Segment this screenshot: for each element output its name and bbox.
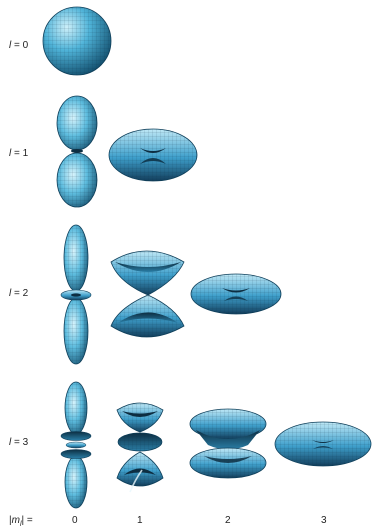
orbital-l2-m2 [191,274,281,314]
orbital-l3-m3 [275,422,371,466]
orbital-l2-m0 [61,225,91,364]
orbital-l3-m0 [61,382,91,508]
orbital-l1-m0 [57,96,97,207]
orbital-l3-m2 [190,409,266,478]
orbital-l1-m1 [109,129,197,181]
orbital-l2-m1 [111,251,184,337]
orbital-l0-m0 [43,7,111,75]
orbital-l3-m1 [117,403,163,492]
